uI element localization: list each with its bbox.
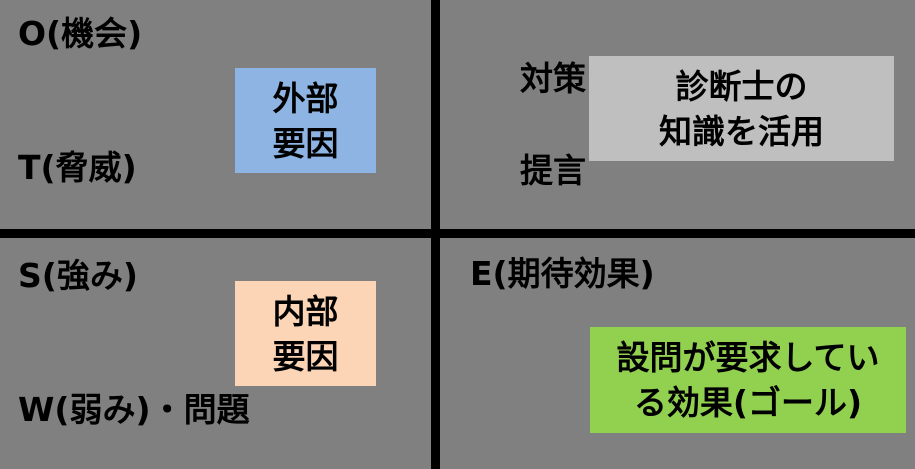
goal-effect-line2: る効果(ゴール) bbox=[633, 383, 863, 422]
consultant-knowledge-line1: 診断士の bbox=[675, 66, 808, 106]
consultant-knowledge-box: 診断士の 知識を活用 bbox=[589, 56, 894, 161]
vertical-divider bbox=[431, 0, 440, 469]
internal-factors-box: 内部 要因 bbox=[235, 281, 376, 386]
internal-factors-line2: 要因 bbox=[272, 336, 339, 376]
label-countermeasure: 対策 提言 bbox=[474, 10, 586, 240]
label-weakness-problem: W(弱み)・問題 bbox=[18, 390, 250, 429]
label-threat: T(脅威) bbox=[18, 148, 137, 187]
label-expected-effect: E(期待効果) bbox=[470, 254, 655, 293]
external-factors-box: 外部 要因 bbox=[235, 68, 376, 173]
horizontal-divider bbox=[0, 229, 915, 238]
external-factors-line1: 外部 bbox=[272, 78, 339, 118]
consultant-knowledge-line2: 知識を活用 bbox=[659, 111, 824, 151]
goal-effect-line1: 設問が要求してい bbox=[616, 338, 880, 377]
label-countermeasure-line1: 対策 bbox=[519, 59, 586, 98]
label-strength: S(強み) bbox=[18, 256, 138, 295]
label-opportunity: O(機会) bbox=[18, 14, 143, 53]
internal-factors-line1: 内部 bbox=[272, 291, 339, 331]
external-factors-line2: 要因 bbox=[272, 123, 339, 163]
goal-effect-box: 設問が要求してい る効果(ゴール) bbox=[590, 327, 906, 433]
label-countermeasure-line2: 提言 bbox=[519, 151, 586, 190]
